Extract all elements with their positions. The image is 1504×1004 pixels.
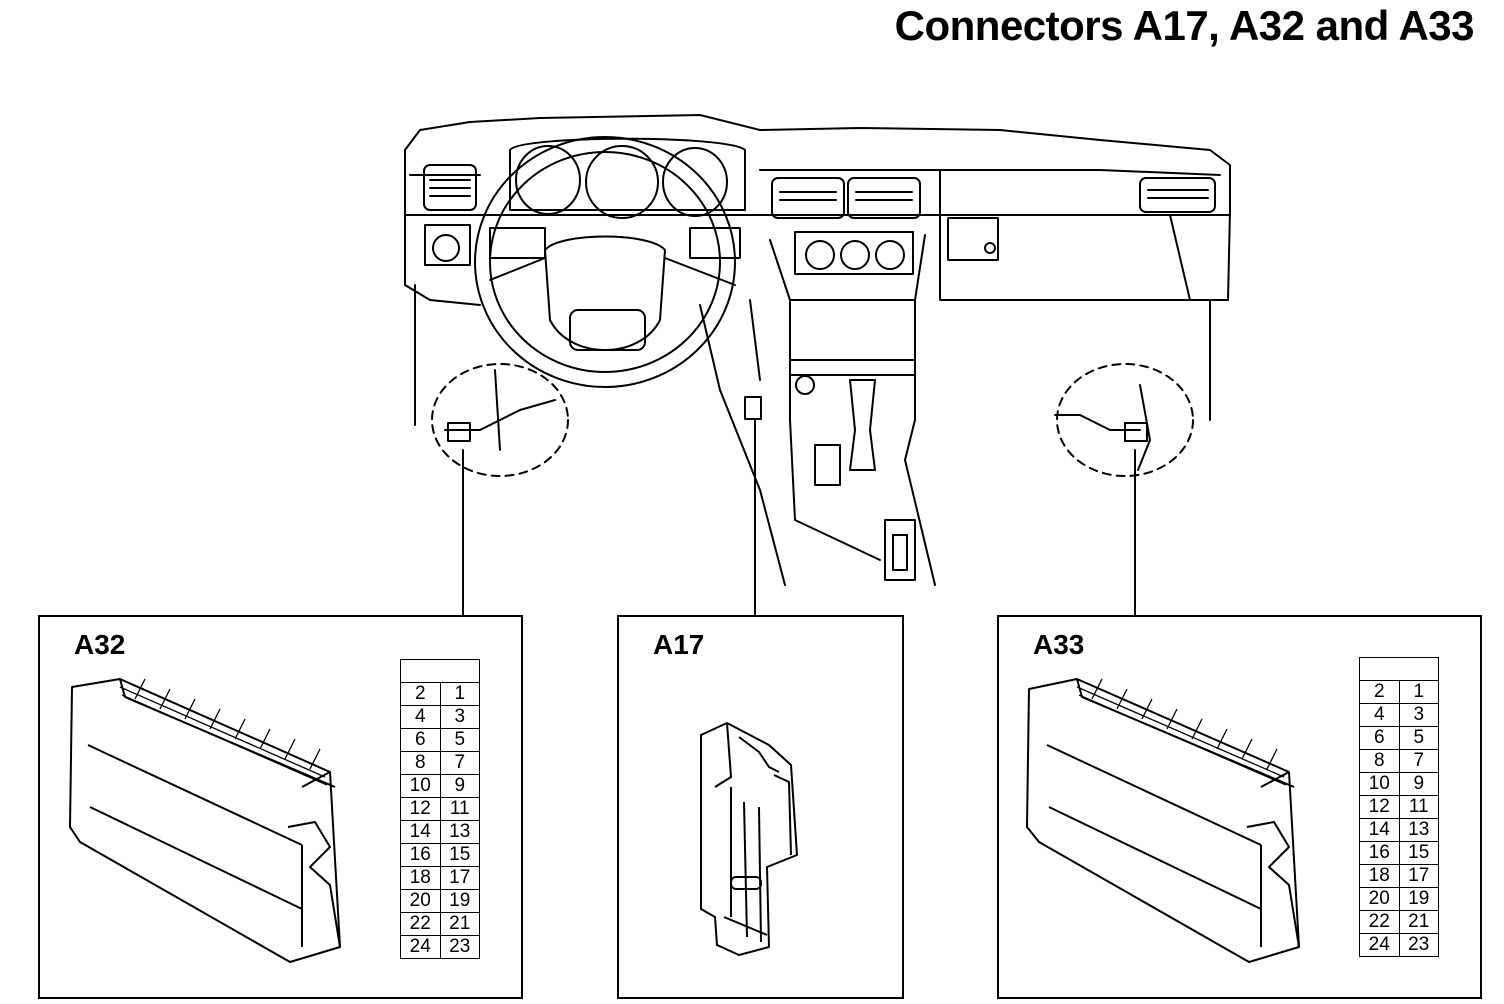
pin-cell: 20: [400, 889, 441, 913]
pin-cell: 13: [1398, 818, 1439, 842]
pin-cell: 4: [400, 705, 441, 729]
pin-cell: 11: [439, 797, 480, 821]
pin-cell: 3: [1398, 703, 1439, 727]
pin-cell: 23: [1398, 933, 1439, 957]
connector-label: A17: [653, 629, 705, 660]
pin-cell: 22: [400, 912, 441, 936]
connector-label: A32: [74, 629, 126, 660]
pin-cell: 15: [439, 843, 480, 867]
pin-cell: 24: [1359, 933, 1400, 957]
pin-cell: 9: [1398, 772, 1439, 796]
pin-cell: 16: [400, 843, 441, 867]
pin-cell: 16: [1359, 841, 1400, 865]
pin-cell: 17: [439, 866, 480, 890]
pin-cell: 5: [439, 728, 480, 752]
pin-cell: 2: [400, 682, 441, 706]
pin-cell: 17: [1398, 864, 1439, 888]
pin-cell: 5: [1398, 726, 1439, 750]
pin-cell: 1: [1398, 680, 1439, 704]
connector-label: A33: [1033, 629, 1085, 660]
pin-cell: 22: [1359, 910, 1400, 934]
pin-cell: 13: [439, 820, 480, 844]
pin-cell: 1: [439, 682, 480, 706]
pin-cell: 18: [400, 866, 441, 890]
pin-cell: 4: [1359, 703, 1400, 727]
pin-cell: 7: [1398, 749, 1439, 773]
pin-cell: 12: [400, 797, 441, 821]
pin-cell: 6: [1359, 726, 1400, 750]
pin-cell: 24: [400, 935, 441, 959]
pin-cell: 3: [439, 705, 480, 729]
pin-cell: 7: [439, 751, 480, 775]
pin-cell: 19: [439, 889, 480, 913]
pin-cell: 15: [1398, 841, 1439, 865]
pin-cell: 18: [1359, 864, 1400, 888]
pin-cell: 2: [1359, 680, 1400, 704]
connector-a17-drawing: [700, 722, 798, 956]
pin-cell: 6: [400, 728, 441, 752]
pin-cell: 11: [1398, 795, 1439, 819]
pin-cell: 19: [1398, 887, 1439, 911]
connector-a32-drawing: [69, 678, 341, 963]
pin-cell: 10: [1359, 772, 1400, 796]
diagram-title: Connectors A17, A32 and A33: [894, 2, 1475, 49]
pin-cell: 9: [439, 774, 480, 798]
pin-cell: 8: [1359, 749, 1400, 773]
pin-cell: 8: [400, 751, 441, 775]
connector-a33-drawing: [1026, 678, 1300, 963]
pin-cell: 14: [400, 820, 441, 844]
connector-panel-a17: A17: [617, 615, 904, 999]
pin-cell: 12: [1359, 795, 1400, 819]
pin-cell: 21: [439, 912, 480, 936]
pin-cell: 20: [1359, 887, 1400, 911]
pin-cell: 23: [439, 935, 480, 959]
pin-cell: 14: [1359, 818, 1400, 842]
pin-cell: 10: [400, 774, 441, 798]
pin-cell: 21: [1398, 910, 1439, 934]
